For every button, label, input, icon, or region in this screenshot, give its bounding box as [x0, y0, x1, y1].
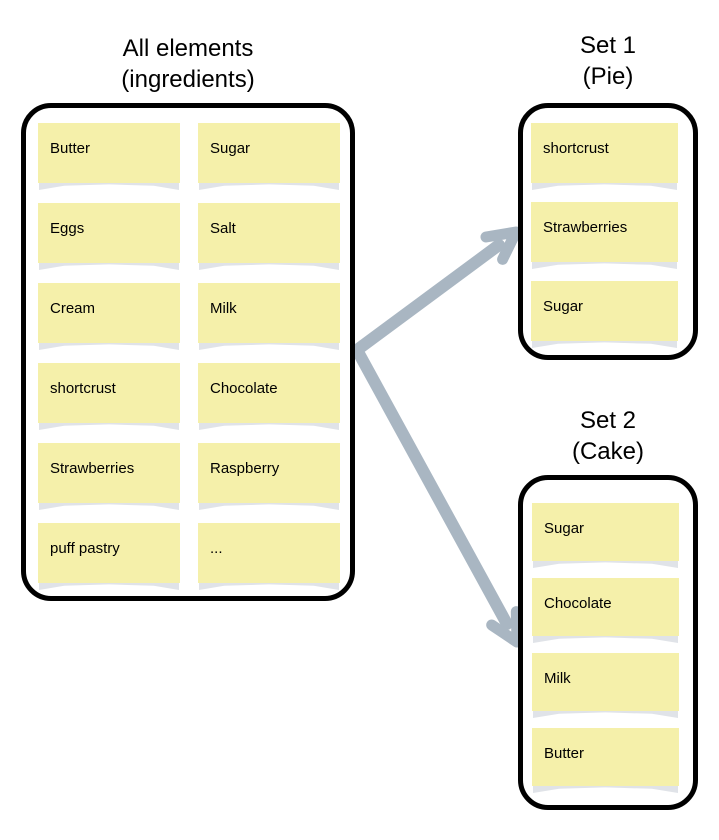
sticky-note: Milk: [198, 283, 340, 343]
note-label: Eggs: [50, 220, 85, 237]
note-label: puff pastry: [50, 540, 120, 557]
note-label: shortcrust: [50, 380, 116, 397]
note-label: Sugar: [543, 298, 584, 315]
note-label: Sugar: [210, 140, 251, 157]
universe-notes-grid: Butter Sugar Eggs Salt Cream Milk shortc…: [38, 123, 340, 583]
universe-box: Butter Sugar Eggs Salt Cream Milk shortc…: [21, 103, 355, 601]
sticky-note: Strawberries: [38, 443, 180, 503]
sticky-note: Sugar: [531, 281, 678, 341]
set1-notes-grid: shortcrust Strawberries Sugar: [531, 123, 678, 341]
universe-title: All elements (ingredients): [21, 33, 355, 95]
sticky-note: Butter: [532, 728, 679, 786]
set2-title-line2: (Cake): [571, 438, 644, 465]
sticky-note: Sugar: [198, 123, 340, 183]
arrow-universe-to-set1: [351, 226, 522, 356]
sticky-note: Strawberries: [531, 202, 678, 262]
sticky-note: Raspberry: [198, 443, 340, 503]
note-label: Cream: [50, 300, 96, 317]
sticky-note: Milk: [532, 653, 679, 711]
arrow-to-set2-shaft: [351, 344, 513, 630]
set2-box: Sugar Chocolate Milk Butter: [518, 475, 698, 810]
sticky-note: Cream: [38, 283, 180, 343]
set1-title: Set 1 (Pie): [518, 30, 698, 92]
set1-box: shortcrust Strawberries Sugar: [518, 103, 698, 360]
set1-title-line2: (Pie): [582, 63, 634, 90]
sticky-note: Chocolate: [532, 578, 679, 636]
note-label: Strawberries: [50, 460, 135, 477]
sticky-note: shortcrust: [531, 123, 678, 183]
universe-title-line2: (ingredients): [121, 66, 255, 93]
set1-title-line1: Set 1: [579, 32, 637, 59]
set2-title-line1: Set 2: [579, 407, 637, 434]
arrow-to-set2-head-icon: [486, 606, 523, 648]
note-label: Butter: [50, 140, 91, 157]
set2-notes-grid: Sugar Chocolate Milk Butter: [532, 503, 679, 786]
universe-title-line1: All elements: [122, 35, 254, 62]
set2-title: Set 2 (Cake): [518, 405, 698, 467]
sticky-note: ...: [198, 523, 340, 583]
sticky-note: shortcrust: [38, 363, 180, 423]
note-label: Milk: [544, 670, 571, 687]
note-label: shortcrust: [543, 140, 609, 157]
note-label: Chocolate: [210, 380, 278, 397]
note-label: Milk: [210, 300, 237, 317]
note-label: Salt: [210, 220, 236, 237]
note-label: Butter: [544, 745, 585, 762]
arrow-to-set1-head-icon: [480, 226, 522, 265]
sticky-note: Sugar: [532, 503, 679, 561]
note-label: ...: [210, 540, 223, 557]
arrow-to-set1-shaft: [351, 239, 505, 356]
note-label: Strawberries: [543, 219, 628, 236]
note-label: Chocolate: [544, 595, 612, 612]
sticky-note: Chocolate: [198, 363, 340, 423]
arrow-universe-to-set2: [351, 344, 523, 648]
sticky-note: Butter: [38, 123, 180, 183]
sticky-note: puff pastry: [38, 523, 180, 583]
sticky-note: Eggs: [38, 203, 180, 263]
sticky-note: Salt: [198, 203, 340, 263]
note-label: Sugar: [544, 520, 585, 537]
note-label: Raspberry: [210, 460, 280, 477]
